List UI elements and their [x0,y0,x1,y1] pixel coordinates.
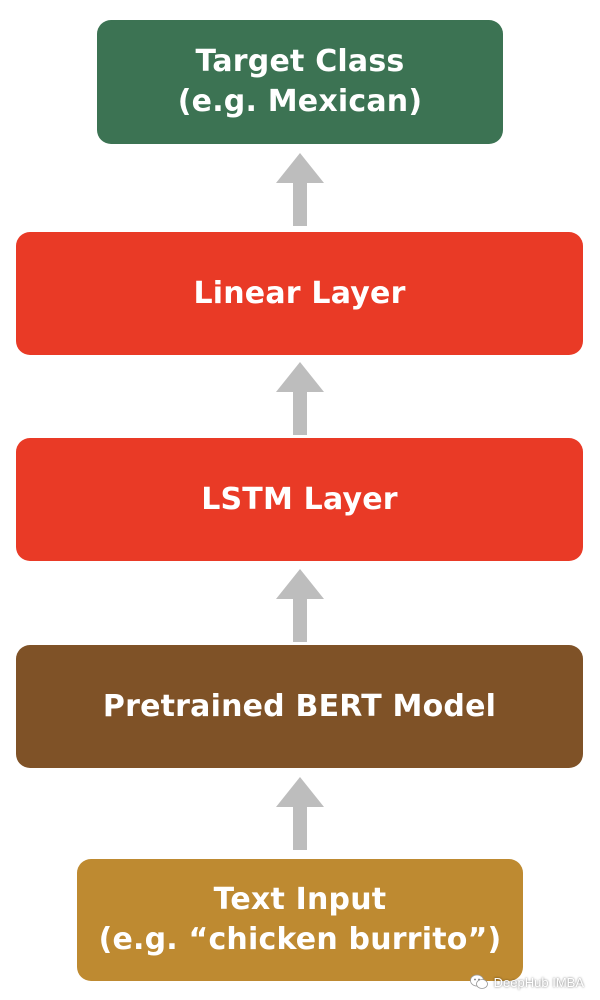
node-pretrained-bert-model: Pretrained BERT Model [16,645,583,768]
wechat-icon [469,974,488,989]
node-target-class: Target Class (e.g. Mexican) [97,20,503,144]
watermark: DeepHub IMBA [469,974,584,990]
watermark-text: DeepHub IMBA [493,974,584,990]
arrow-up-icon [276,569,324,642]
node-linear-layer: Linear Layer [16,232,583,355]
node-text-input: Text Input (e.g. “chicken burrito”) [77,859,523,981]
node-lstm-layer: LSTM Layer [16,438,583,561]
arrow-up-icon [276,777,324,850]
arrow-up-icon [276,362,324,435]
arrow-up-icon [276,153,324,226]
